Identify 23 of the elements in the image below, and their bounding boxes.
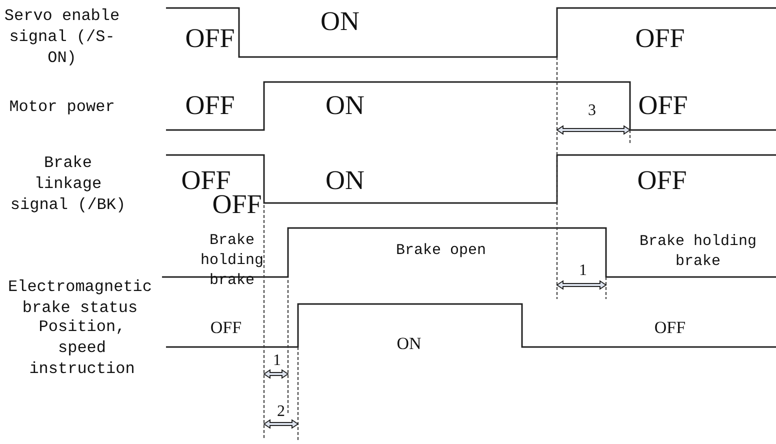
state-label: Brake holding brake [638, 232, 758, 272]
state-label: OFF [637, 90, 689, 120]
state-label: OFF [184, 90, 236, 120]
state-label: OFF [653, 318, 687, 338]
duration-label: 3 [587, 102, 597, 120]
state-label: Brake open [394, 241, 487, 261]
duration-label: 1 [578, 262, 588, 280]
state-label: OFF [209, 318, 243, 338]
signal-name: Position, speed instruction [28, 317, 136, 380]
signal-name: Motor power [8, 97, 116, 118]
state-label: ON [324, 165, 366, 195]
signal-name: Brake linkage signal (/BK) [9, 153, 127, 216]
state-label: OFF [184, 23, 236, 53]
duration-label: 1 [272, 352, 282, 370]
state-label: ON [320, 6, 360, 36]
state-label: Brake holding brake [199, 231, 264, 291]
state-label: OFF [636, 165, 688, 195]
duration-label: 2 [276, 403, 286, 421]
signal-name: Electromagnetic brake status [6, 277, 154, 319]
signal-name: Servo enable signal (/S-ON) [3, 6, 121, 69]
state-label: OFF [634, 23, 686, 53]
state-label: ON [396, 334, 422, 354]
state-label: ON [324, 90, 366, 120]
